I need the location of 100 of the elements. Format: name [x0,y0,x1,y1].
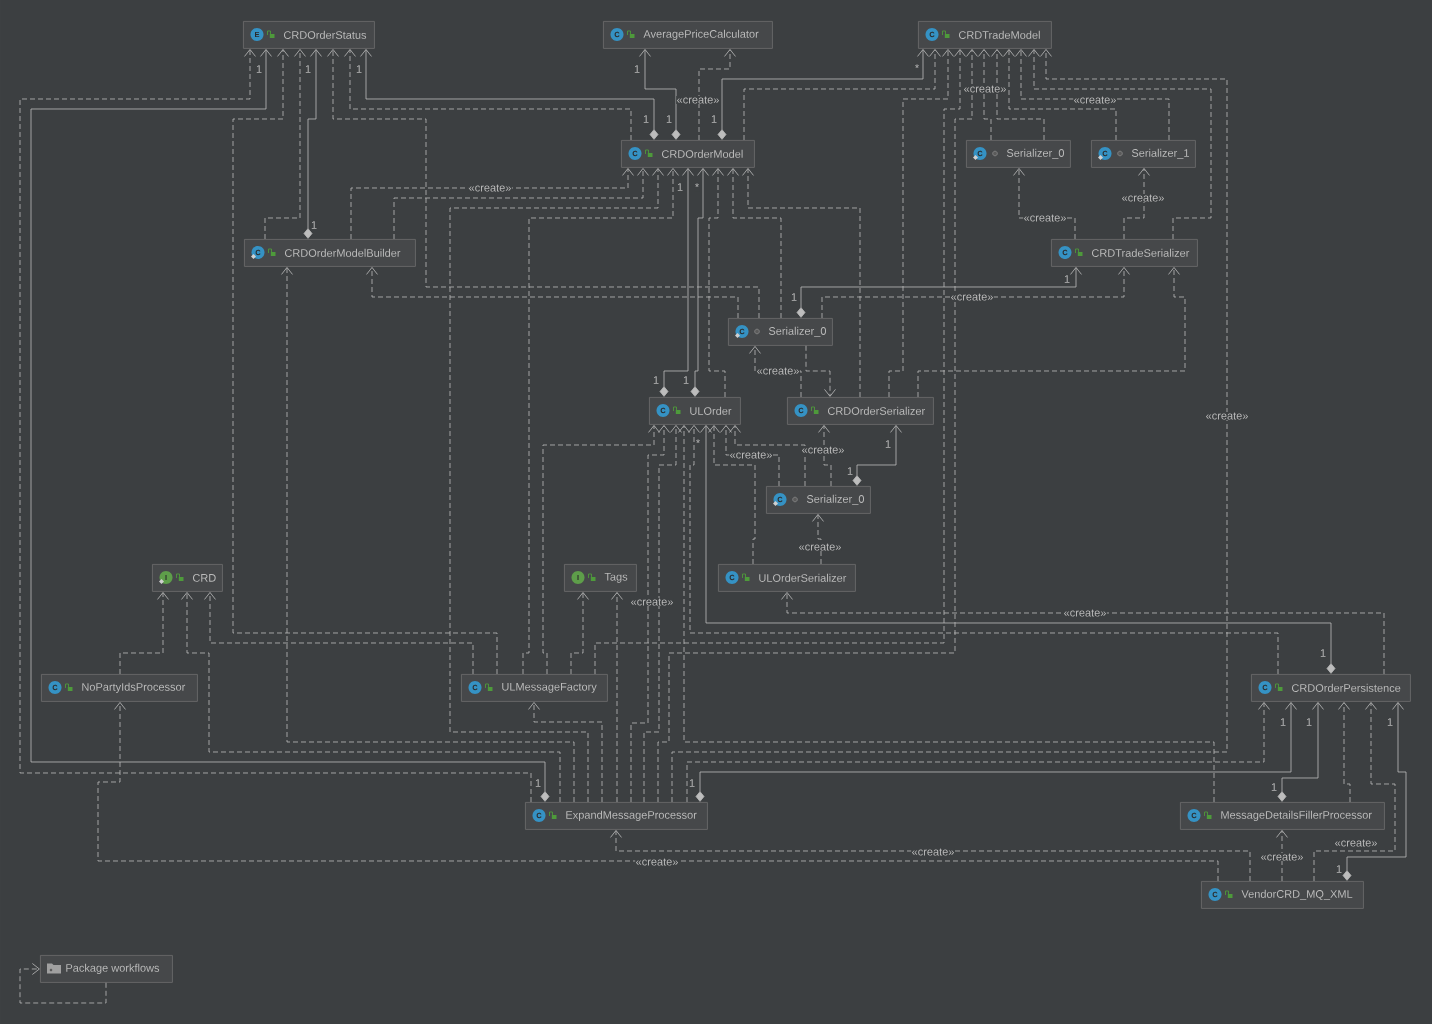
dashed-arrow [1015,49,1170,141]
edge-label: «create» [468,184,512,192]
package-box: Package workflows [40,955,173,983]
dashed-arrow [97,702,1219,882]
dashed-arrow [821,267,1130,319]
dashed-arrow [698,49,736,141]
dashed-arrow [522,168,679,675]
dashed-arrow [1313,702,1396,882]
dashed-arrow [727,168,782,319]
edge-label: «create» [798,543,842,551]
dashed-arrow [611,592,623,803]
diamond-arrow [690,168,709,397]
edge-label: «create» [963,85,1007,93]
edge-label: «create» [729,451,773,459]
dashed-arrow [742,168,861,398]
edge-label: «create» [756,367,800,375]
multiplicity-label: 1 [1305,717,1313,727]
dashed-arrow [729,425,806,487]
dashed-arrow [366,267,739,319]
dashed-arrow [678,425,1215,803]
dashed-arrow [671,49,1228,803]
edge-label: «create» [1334,839,1378,847]
dashed-arrow [1276,830,1288,882]
multiplicity-label: 1 [682,375,690,385]
diamond-arrow [303,49,322,239]
dashed-arrow [19,963,107,1004]
dashed-arrow [708,168,726,398]
multiplicity-label: 1 [676,182,684,192]
multiplicity-label: 1 [884,439,892,449]
multiplicity-label: 1 [534,778,542,788]
multiplicity-label: 1 [1270,782,1278,792]
multiplicity-label: 1 [304,64,312,74]
dashed-arrow [743,49,941,141]
dashed-arrow [781,592,1385,675]
dashed-arrow [570,592,589,675]
multiplicity-label: 1 [846,466,854,476]
diamond-arrow [796,267,1082,318]
diamond-arrow [852,425,902,486]
dashed-arrow [610,830,1251,882]
dashed-arrow [119,592,169,675]
dashed-arrow [643,425,682,803]
dashed-arrow [805,345,836,397]
multiplicity-label: 1 [1063,274,1071,284]
multiplicity-label: 1 [642,114,650,124]
dashed-arrow [1028,49,1212,240]
multiplicity-label: 1 [633,64,641,74]
diamond-arrow [659,168,694,397]
dashed-arrow [327,49,760,319]
dashed-arrow [818,425,832,487]
dashed-arrow [232,49,498,675]
dashed-arrow [630,425,670,803]
multiplicity-label: * [695,438,701,448]
edge-label: «create» [630,598,674,606]
dashed-arrow [657,49,978,803]
edge-label: «create» [1073,96,1117,104]
dashed-arrow [204,592,474,675]
edge-label: «create» [1260,853,1304,861]
multiplicity-label: 1 [1335,864,1343,874]
multiplicity-label: 1 [1319,648,1327,658]
dashed-arrow [1003,49,1117,141]
diamond-arrow [1277,702,1324,802]
dashed-arrow [594,49,966,675]
dashed-arrow [449,168,664,803]
multiplicity-label: 1 [310,220,318,230]
dashed-arrow [1338,702,1351,803]
dashed-arrow [991,49,1045,141]
edge-label: «create» [635,858,679,866]
multiplicity-label: * [914,63,920,73]
diamond-arrow [639,49,681,140]
edge-label: «create» [801,446,845,454]
multiplicity-label: 1 [790,292,798,302]
edge-label: «create» [911,848,955,856]
multiplicity-label: 1 [1279,717,1287,727]
edge-label: «create» [1121,194,1165,202]
dashed-arrow [1123,168,1150,240]
dashed-arrow [393,168,649,240]
dashed-arrow [708,425,756,565]
dashed-arrow [350,168,634,240]
dashed-arrow [528,702,603,803]
dashed-arrow [917,267,1186,398]
multiplicity-label: 1 [255,64,263,74]
edge-label: «create» [1063,609,1107,617]
dashed-arrow [542,425,660,675]
diamond-arrow [717,49,929,140]
multiplicity-label: 1 [652,375,660,385]
dashed-arrow [812,514,824,565]
diamond-arrow [1342,702,1407,881]
multiplicity-label: * [694,182,700,192]
multiplicity-label: 1 [710,114,718,124]
dashed-arrow [264,49,306,240]
edge-label: «create» [1205,412,1249,420]
edge-label: «create» [950,293,994,301]
multiplicity-label: 1 [355,64,363,74]
multiplicity-label: 1 [1386,717,1394,727]
dashed-arrow [888,49,954,398]
multiplicity-label: 1 [688,778,696,788]
dashed-arrow [281,267,575,803]
edge-label: «create» [676,96,720,104]
multiplicity-label: 1 [665,114,673,124]
dashed-arrow [181,592,561,803]
